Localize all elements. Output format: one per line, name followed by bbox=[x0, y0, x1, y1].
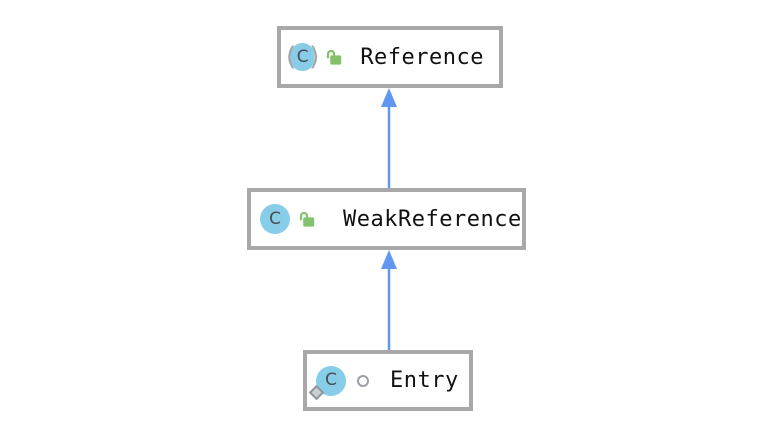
class-name-label: WeakReference bbox=[343, 206, 522, 232]
class-icon-letter: C bbox=[296, 46, 309, 67]
class-icon-with-diamond-badge: C bbox=[308, 365, 346, 400]
class-icon-circle: C bbox=[291, 43, 315, 71]
unlocked-padlock-icon bbox=[299, 211, 315, 227]
abstract-class-icon: ( C ) bbox=[286, 43, 319, 71]
arrow-up-head-icon bbox=[381, 88, 397, 107]
edge-weakreference-extends-reference[interactable] bbox=[381, 88, 397, 189]
class-icon-letter: C bbox=[325, 370, 337, 390]
class-icon-letter: C bbox=[269, 208, 281, 229]
class-node-entry[interactable]: C Entry bbox=[303, 350, 473, 411]
unlocked-padlock-icon bbox=[327, 49, 342, 65]
class-name-label: Entry bbox=[390, 368, 459, 393]
class-node-reference[interactable]: ( C ) Reference bbox=[277, 26, 503, 88]
arrow-up-head-icon bbox=[381, 250, 397, 269]
class-icon: C bbox=[260, 204, 290, 234]
class-name-label: Reference bbox=[360, 44, 485, 70]
package-private-ring-icon bbox=[357, 374, 369, 387]
class-node-weakreference[interactable]: C WeakReference bbox=[247, 188, 526, 250]
abstract-paren-close: ) bbox=[309, 42, 320, 72]
edge-entry-extends-weakreference[interactable] bbox=[381, 250, 397, 351]
abstract-paren-open: ( bbox=[286, 42, 297, 72]
